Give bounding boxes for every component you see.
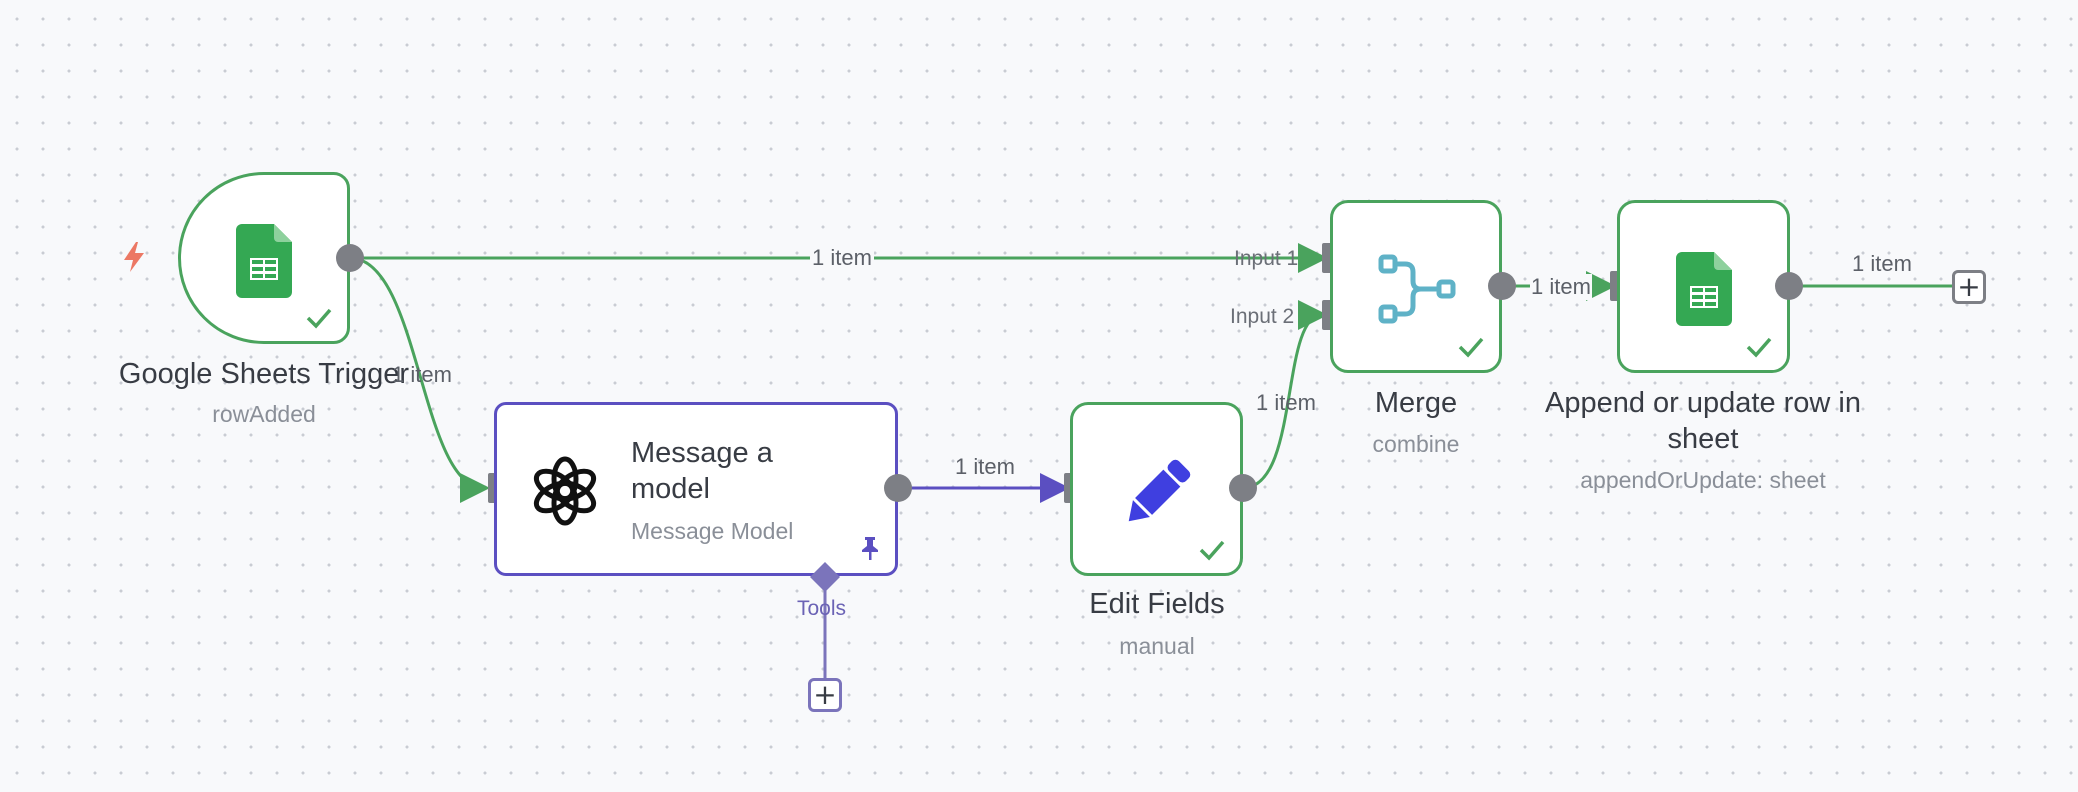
merge-output-handle[interactable] bbox=[1488, 272, 1516, 300]
pin-icon bbox=[862, 537, 878, 560]
trigger-output-handle[interactable] bbox=[336, 244, 364, 272]
tools-connector-diamond[interactable] bbox=[809, 561, 841, 593]
model-title-line2: model bbox=[631, 473, 710, 505]
edge-label-append-out: 1 item bbox=[1852, 251, 1912, 276]
check-icon bbox=[1199, 540, 1225, 561]
lightning-bolt-icon bbox=[124, 242, 144, 272]
model-output-handle[interactable] bbox=[884, 474, 912, 502]
edit-output-handle[interactable] bbox=[1229, 474, 1257, 502]
edit-fields-title: Edit Fields bbox=[1089, 588, 1225, 620]
edge-trigger-to-model[interactable] bbox=[349, 256, 490, 503]
check-icon bbox=[306, 308, 332, 329]
model-title: Message a model bbox=[631, 435, 773, 507]
trigger-title: Google Sheets Trigger bbox=[118, 358, 410, 390]
append-title-line1: Append or update row in bbox=[1545, 387, 1861, 419]
edge-label-edit-to-merge: 1 item bbox=[1256, 390, 1316, 415]
merge-input2-label: Input 2 bbox=[1230, 305, 1295, 328]
trigger-subtitle: rowAdded bbox=[212, 401, 316, 427]
edge-label-trigger-to-model: 1 item bbox=[392, 362, 452, 387]
edge-edit-to-merge[interactable] bbox=[1242, 300, 1328, 490]
tools-label: Tools bbox=[797, 597, 847, 620]
append-update-row-node[interactable] bbox=[1617, 200, 1790, 373]
add-next-node-button[interactable]: + bbox=[1952, 270, 1986, 304]
openai-icon bbox=[533, 456, 597, 526]
edit-fields-node[interactable] bbox=[1070, 402, 1243, 576]
check-icon bbox=[1458, 337, 1484, 358]
merge-icon bbox=[1378, 254, 1456, 324]
google-sheets-trigger-node[interactable] bbox=[178, 172, 350, 344]
edit-fields-subtitle: manual bbox=[1119, 633, 1195, 659]
edge-label-model-to-edit: 1 item bbox=[955, 454, 1015, 479]
google-sheets-icon bbox=[236, 224, 292, 298]
append-subtitle: appendOrUpdate: sheet bbox=[1580, 467, 1826, 493]
check-icon bbox=[1746, 337, 1772, 358]
message-model-node[interactable]: Message a model Message Model bbox=[494, 402, 898, 576]
append-output-handle[interactable] bbox=[1775, 272, 1803, 300]
merge-title: Merge bbox=[1374, 387, 1458, 419]
add-tool-button[interactable]: + bbox=[808, 678, 842, 712]
model-subtitle: Message Model bbox=[631, 518, 794, 544]
append-title-line2: sheet bbox=[1667, 423, 1739, 455]
edge-label-trigger-to-merge: 1 item bbox=[810, 245, 874, 271]
merge-input1-label: Input 1 bbox=[1234, 247, 1299, 270]
edge-label-merge-to-append: 1 item bbox=[1530, 274, 1592, 300]
merge-subtitle: combine bbox=[1372, 431, 1460, 457]
merge-node[interactable] bbox=[1330, 200, 1502, 373]
google-sheets-icon bbox=[1676, 252, 1732, 326]
pencil-icon bbox=[1128, 459, 1191, 522]
append-title: Append or update row in sheet bbox=[1500, 385, 1906, 457]
model-title-line1: Message a bbox=[631, 437, 773, 469]
